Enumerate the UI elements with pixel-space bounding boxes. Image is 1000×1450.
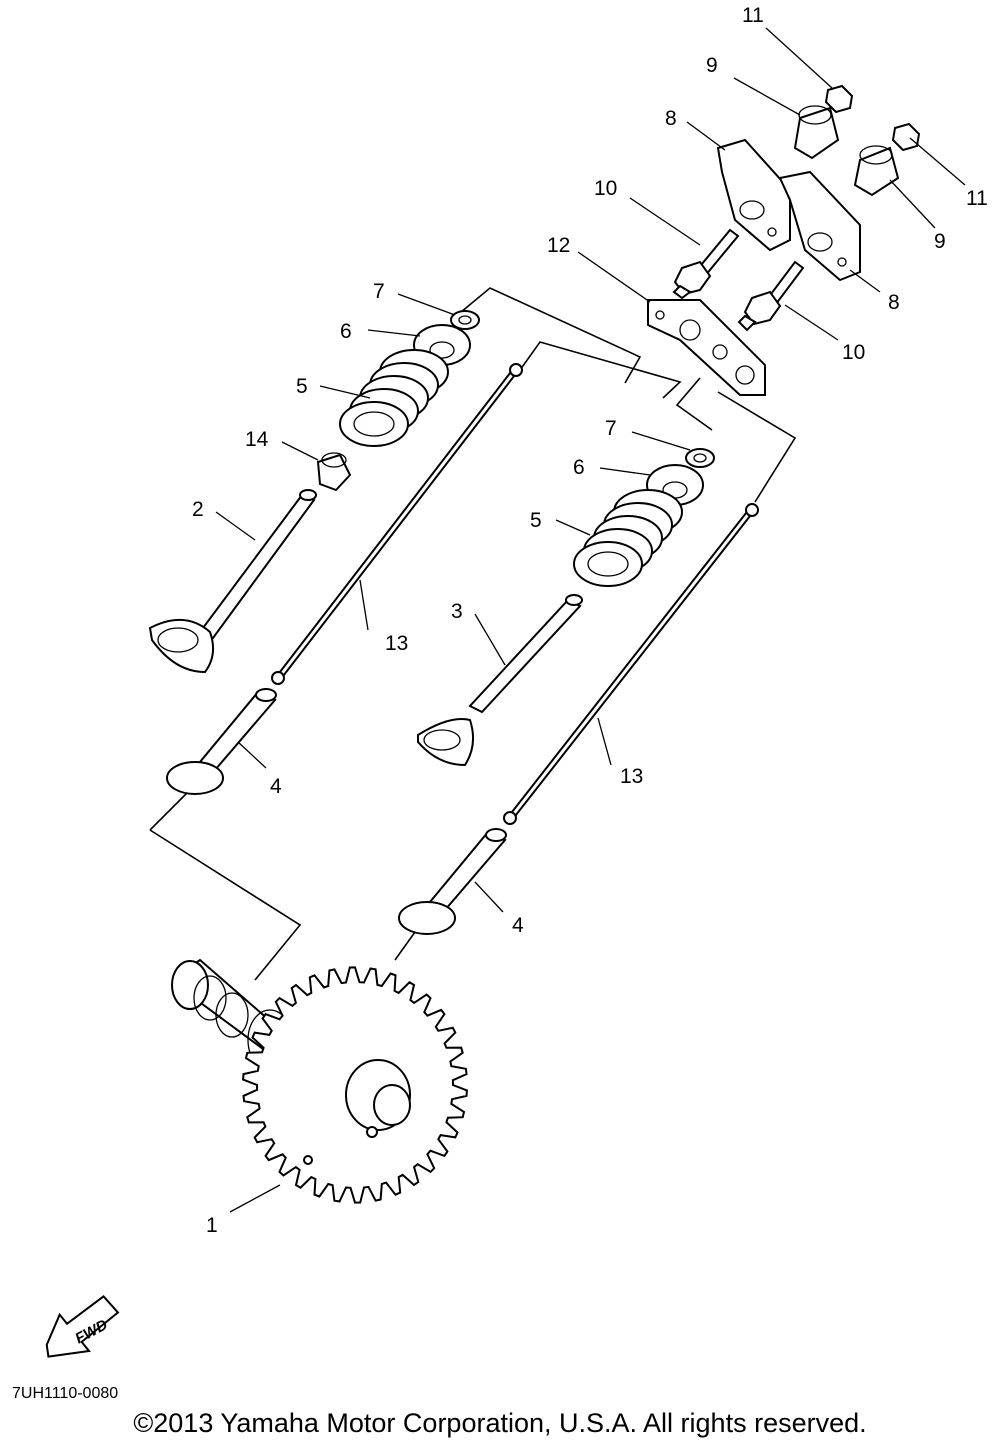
callout-6-upper: 6 bbox=[340, 320, 352, 343]
callout-leaders bbox=[215, 27, 966, 1213]
callout-4-upper: 4 bbox=[270, 775, 282, 798]
stud-part-10-upper bbox=[672, 228, 740, 300]
connector-lines bbox=[149, 287, 797, 981]
diagram-code: 7UH1110-0080 bbox=[12, 1385, 119, 1402]
callout-8-lower: 8 bbox=[888, 291, 900, 314]
callout-11-upper: 11 bbox=[742, 4, 764, 27]
push-rod-part-13-right bbox=[503, 503, 759, 825]
callout-13-upper: 13 bbox=[385, 632, 408, 655]
callout-9-lower: 9 bbox=[934, 230, 946, 253]
callout-11-lower: 11 bbox=[966, 187, 988, 210]
forward-arrow-icon: FWD bbox=[45, 1295, 120, 1358]
callout-1: 1 bbox=[206, 1214, 218, 1237]
callout-14: 14 bbox=[245, 428, 269, 451]
valve-lifter-part-4-right bbox=[398, 828, 507, 935]
callout-10-lower: 10 bbox=[842, 341, 865, 364]
callout-7-lower: 7 bbox=[605, 417, 617, 440]
pivot-part-9-left bbox=[793, 105, 840, 160]
cam-gear bbox=[242, 966, 468, 1204]
rocker-plate-part-12 bbox=[647, 299, 766, 396]
intake-valve-part-2 bbox=[148, 489, 317, 674]
callout-8-upper: 8 bbox=[665, 107, 677, 130]
valve-keeper-part-7-upper bbox=[450, 310, 480, 330]
callout-10-upper: 10 bbox=[594, 177, 617, 200]
rocker-arm-part-8-lower bbox=[778, 170, 861, 282]
camshaft-part-1 bbox=[171, 958, 468, 1204]
nut-part-11-left bbox=[824, 84, 854, 114]
valve-lifter-part-4-left bbox=[166, 688, 277, 795]
exhaust-valve-part-3 bbox=[417, 594, 583, 767]
valve-spring-part-5-lower bbox=[573, 489, 683, 587]
callout-6-lower: 6 bbox=[573, 456, 585, 479]
callout-5-upper: 5 bbox=[296, 375, 308, 398]
callout-3: 3 bbox=[451, 600, 463, 623]
valve-stem-seal-part-14 bbox=[316, 452, 352, 492]
stud-part-10-lower bbox=[737, 260, 805, 332]
callout-9-upper: 9 bbox=[706, 54, 718, 77]
callout-2: 2 bbox=[192, 498, 204, 521]
callout-numbers: 11 9 8 10 12 7 6 5 14 2 13 4 7 6 5 3 13 … bbox=[192, 4, 988, 1237]
rocker-arm-part-8-upper bbox=[716, 138, 791, 252]
callout-7-upper: 7 bbox=[373, 280, 385, 303]
callout-5-lower: 5 bbox=[530, 509, 542, 532]
copyright-notice: ©2013 Yamaha Motor Corporation, U.S.A. A… bbox=[133, 1408, 867, 1438]
valve-keeper-part-7-lower bbox=[685, 448, 715, 468]
valve-spring-part-5-upper bbox=[339, 349, 449, 447]
push-rod-part-13-left bbox=[271, 363, 523, 685]
callout-13-lower: 13 bbox=[620, 765, 643, 788]
nut-part-11-right bbox=[891, 122, 921, 152]
callout-12: 12 bbox=[547, 234, 570, 257]
pivot-part-9-right bbox=[853, 145, 900, 197]
callout-4-lower: 4 bbox=[512, 914, 524, 937]
